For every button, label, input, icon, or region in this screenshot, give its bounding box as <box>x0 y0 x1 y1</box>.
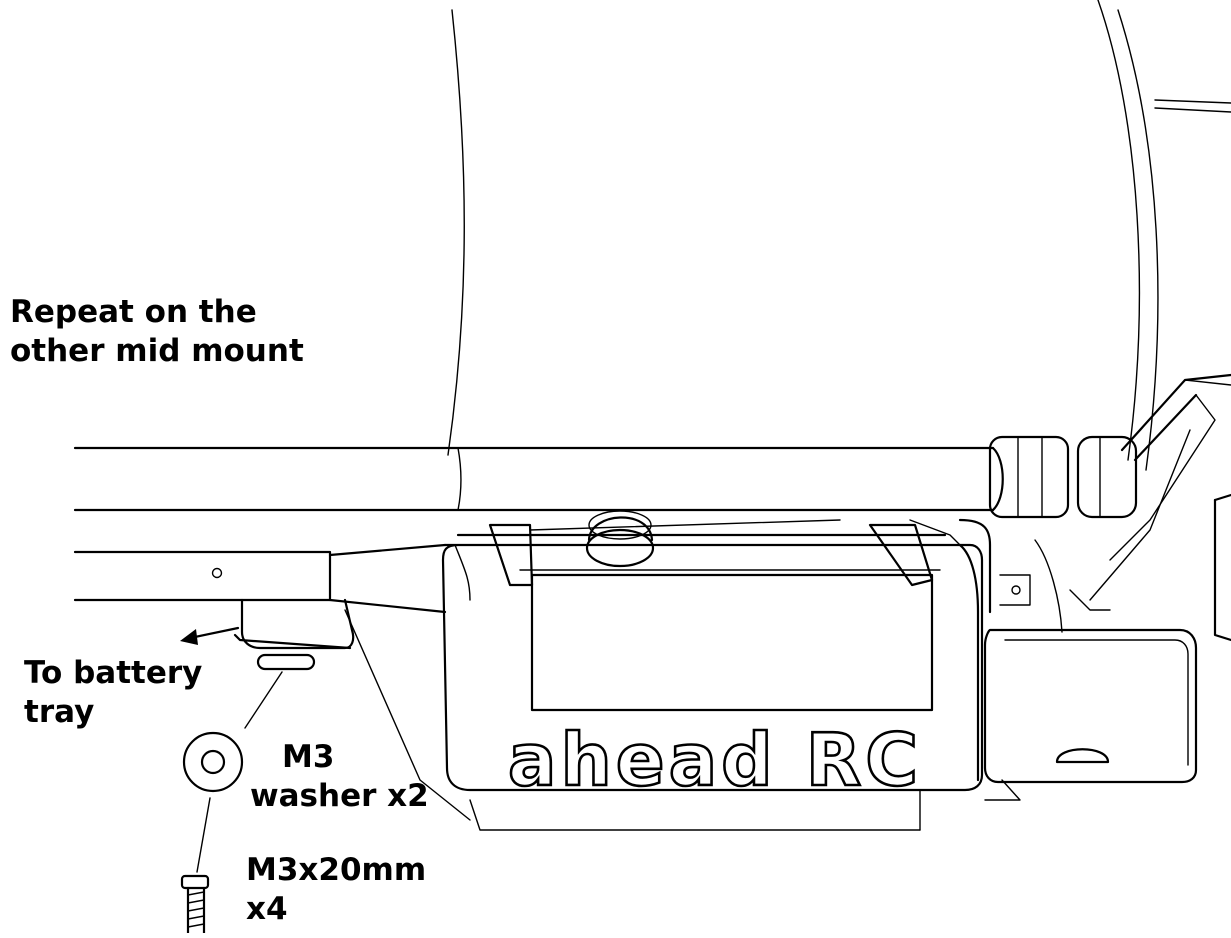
annotation-battery-tray: To battery tray <box>24 654 202 732</box>
mid-mount-bracket <box>233 598 355 671</box>
annotation-screw: M3x20mm x4 <box>246 851 426 929</box>
leader-lines <box>196 671 283 873</box>
frame-members <box>1069 373 1231 642</box>
arrow-to-battery-tray <box>180 626 240 645</box>
right-housing <box>958 518 1198 801</box>
annotation-repeat-line1: Repeat on the <box>10 294 257 330</box>
logo-box <box>441 519 984 831</box>
canopy-shell <box>447 0 1231 471</box>
brand-logo: ahead RC <box>507 717 922 804</box>
lower-arm <box>73 543 471 821</box>
annotation-repeat: Repeat on the other mid mount <box>10 293 304 371</box>
tube-clamps <box>988 435 1138 519</box>
annotation-washer-line2: washer x2 <box>250 778 429 814</box>
annotation-battery-line1: To battery <box>24 655 203 691</box>
annotation-washer: M3 washer x2 <box>250 738 429 816</box>
annotation-screw-line1: M3x20mm <box>246 852 427 888</box>
screw-part <box>180 874 210 935</box>
annotation-repeat-line2: other mid mount <box>10 333 304 369</box>
annotation-screw-line2: x4 <box>246 891 288 927</box>
washer-part <box>182 731 244 793</box>
carbon-tube <box>73 446 1004 512</box>
box-knob <box>585 510 655 568</box>
brand-logo-text: ahead RC <box>508 718 922 802</box>
annotation-washer-line1: M3 <box>282 739 335 775</box>
annotation-battery-line2: tray <box>24 694 95 730</box>
